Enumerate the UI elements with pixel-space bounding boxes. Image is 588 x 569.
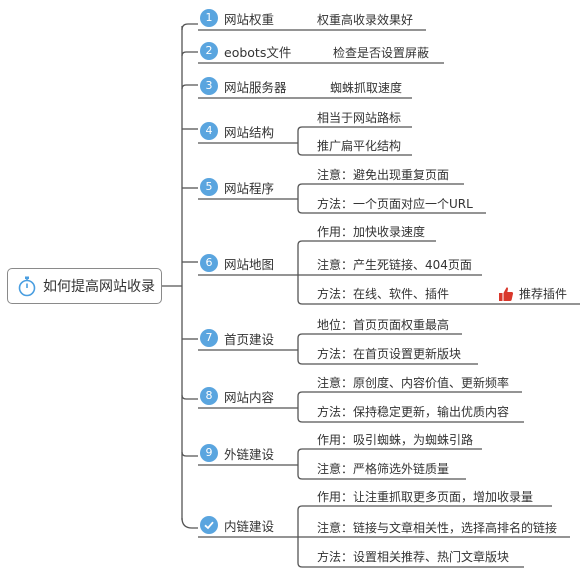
root-label: 如何提高网站收录: [43, 279, 155, 295]
leaf-item[interactable]: 作用：吸引蜘蛛，为蜘蛛引路: [317, 433, 474, 447]
branch-label: 外链建设: [224, 446, 275, 462]
branch-label: 首页建设: [224, 331, 275, 347]
branch-number: 6: [200, 254, 218, 272]
leaf-item[interactable]: 方法：保持稳定更新，输出优质内容: [317, 405, 510, 419]
leaf-item[interactable]: 蜘蛛抓取速度: [330, 81, 403, 95]
leaf-item[interactable]: 方法：设置相关推荐、热门文章版块: [317, 550, 510, 564]
branch-label: 网站服务器: [224, 79, 287, 95]
branch-number: 9: [200, 444, 218, 462]
branch-9[interactable]: 9 外链建设: [200, 442, 274, 464]
branch-7[interactable]: 7 首页建设: [200, 327, 274, 349]
leaf-item[interactable]: 检查是否设置屏蔽: [333, 46, 430, 60]
branch-3[interactable]: 3 网站服务器: [200, 75, 287, 97]
recommend-plugin-tag[interactable]: 推荐插件: [498, 285, 567, 302]
branch-8[interactable]: 8 网站内容: [200, 385, 274, 407]
branch-label: 网站地图: [224, 256, 275, 272]
branch-label: eobots文件: [224, 44, 292, 60]
branch-number: 5: [200, 178, 218, 196]
stopwatch-icon: [18, 276, 36, 297]
branch-5[interactable]: 5 网站程序: [200, 176, 274, 198]
branch-label: 网站内容: [224, 389, 275, 405]
branch-number: 8: [200, 387, 218, 405]
leaf-item[interactable]: 作用：加快收录速度: [317, 225, 426, 239]
branch-number: 7: [200, 329, 218, 347]
leaf-item[interactable]: 地位：首页页面权重最高: [317, 318, 450, 332]
branch-number: 3: [200, 77, 218, 95]
thumbs-up-icon: [499, 286, 514, 301]
check-icon: [200, 516, 218, 534]
branch-number: 4: [200, 122, 218, 140]
leaf-item[interactable]: 作用：让注重抓取更多页面，增加收录量: [317, 490, 534, 504]
leaf-item[interactable]: 方法：在首页设置更新版块: [317, 347, 462, 361]
leaf-item[interactable]: 推广扁平化结构: [317, 139, 402, 153]
branch-2[interactable]: 2 eobots文件: [200, 40, 291, 62]
leaf-item[interactable]: 方法：在线、软件、插件: [317, 287, 450, 301]
leaf-item[interactable]: 注意：产生死链接、404页面: [317, 258, 472, 272]
leaf-item[interactable]: 注意：链接与文章相关性，选择高排名的链接: [317, 521, 558, 535]
branch-label: 网站程序: [224, 180, 275, 196]
leaf-item[interactable]: 注意：避免出现重复页面: [317, 168, 450, 182]
branch-label: 内链建设: [224, 518, 275, 534]
branch-number: 2: [200, 42, 218, 60]
leaf-item[interactable]: 权重高收录效果好: [317, 13, 414, 27]
branch-4[interactable]: 4 网站结构: [200, 120, 274, 142]
recommend-plugin-label: 推荐插件: [519, 287, 568, 301]
branch-10[interactable]: 内链建设: [200, 514, 274, 536]
branch-6[interactable]: 6 网站地图: [200, 252, 274, 274]
root-node[interactable]: 如何提高网站收录: [7, 268, 162, 304]
branch-label: 网站结构: [224, 124, 275, 140]
branch-number: 1: [200, 9, 218, 27]
leaf-item[interactable]: 注意：严格筛选外链质量: [317, 462, 450, 476]
branch-1[interactable]: 1 网站权重: [200, 7, 274, 29]
leaf-item[interactable]: 注意：原创度、内容价值、更新频率: [317, 376, 510, 390]
branch-label: 网站权重: [224, 11, 275, 27]
leaf-item[interactable]: 相当于网站路标: [317, 111, 402, 125]
leaf-item[interactable]: 方法：一个页面对应一个URL: [317, 197, 473, 211]
